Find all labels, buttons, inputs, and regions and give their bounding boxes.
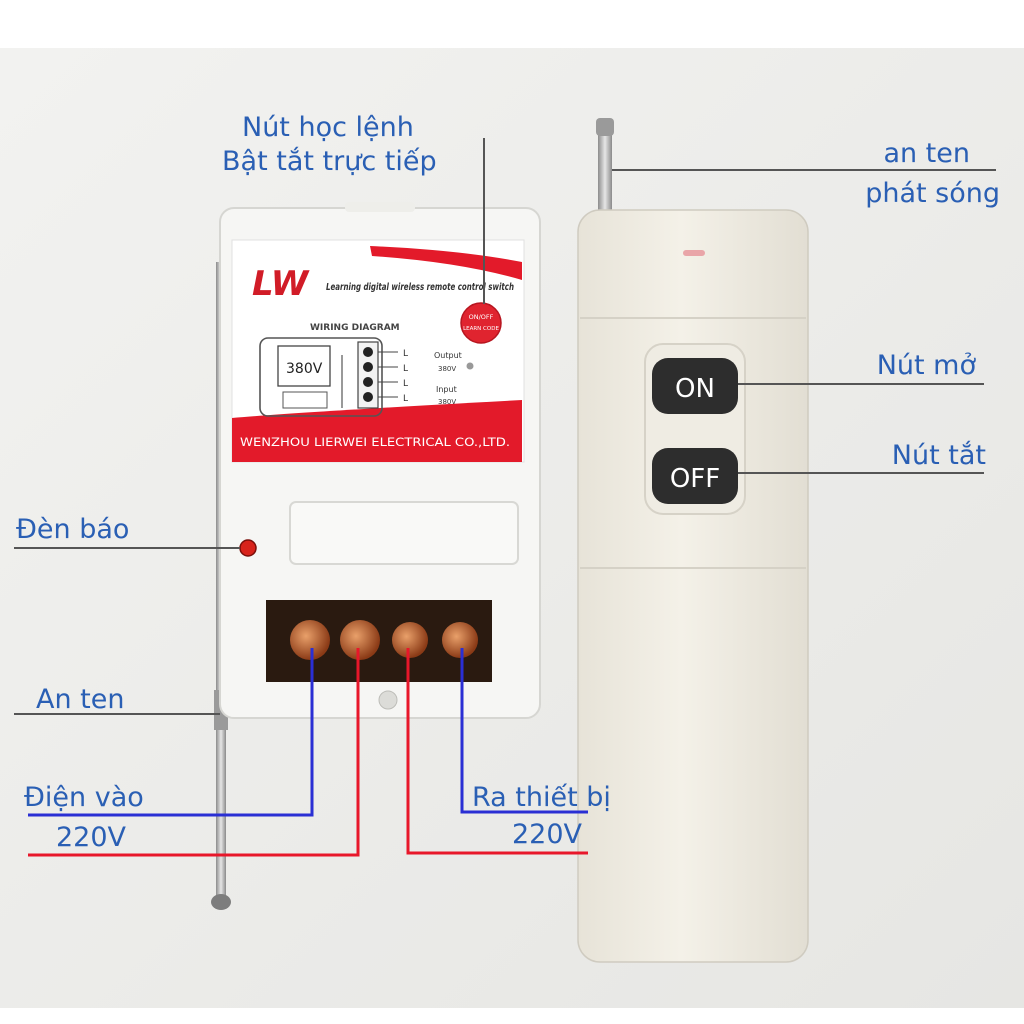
power-in-callout-line1: Điện vào [24, 782, 144, 813]
power-in-callout-line2: 220V [56, 822, 127, 853]
wiring-diagram-schematic: 380V L L L L [259, 337, 408, 417]
indicator-light-callout: Đèn báo [16, 514, 129, 545]
power-in-blue-wire [28, 648, 314, 817]
terminal-screw-1 [290, 620, 330, 660]
power-out-red-wire [406, 648, 588, 855]
remote-off-button[interactable]: OFF [652, 448, 738, 504]
remote-status-led [683, 250, 705, 256]
receiver-antenna-tip [211, 894, 231, 910]
receiver-cover-window [289, 501, 519, 565]
remote-antenna-tip [596, 118, 614, 136]
product-title: Learning digital wireless remote control… [326, 282, 514, 293]
terminal-screw-4 [442, 622, 478, 658]
input-label: Input [436, 385, 457, 394]
remote-body [577, 209, 809, 963]
remote-transmitter: ON OFF [577, 118, 809, 963]
power-out-callout-line2: 220V [512, 819, 583, 850]
wiring [28, 648, 588, 857]
receiver-unit: LW Learning digital wireless remote cont… [211, 202, 541, 910]
terminal-letter-3: L [403, 379, 408, 389]
learn-button-callout-line1: Nút học lệnh [242, 112, 414, 143]
mounting-hole [378, 690, 398, 710]
on-button-callout: Nút mở [877, 350, 977, 381]
output-label: Output [434, 351, 462, 360]
status-led-indicator [466, 362, 474, 370]
terminal-screws [290, 620, 478, 660]
learn-button-line1: ON/OFF [469, 313, 494, 321]
callout-leader-lines [14, 138, 996, 715]
power-in-red-wire [28, 648, 360, 857]
learn-button-line2: LEARN CODE [463, 326, 499, 332]
on-button-label: ON [675, 374, 715, 404]
remote-on-button[interactable]: ON [652, 358, 738, 414]
wiring-diagram-title: WIRING DIAGRAM [310, 323, 400, 333]
voltage-box-label: 380V [286, 361, 323, 377]
receiver-top-ridge [345, 202, 415, 212]
learn-code-button[interactable]: ON/OFF LEARN CODE [460, 302, 502, 344]
terminal-letter-1: L [403, 349, 408, 359]
transmit-antenna-callout-line1: an ten [883, 138, 970, 169]
power-out-callout-line1: Ra thiết bị [472, 782, 611, 813]
label-red-swoosh-top [370, 246, 522, 280]
output-voltage: 380V [438, 365, 456, 373]
receiver-antenna-callout: An ten [36, 684, 124, 715]
power-out-blue-wire [460, 648, 588, 814]
remote-antenna-rod [598, 130, 612, 220]
transmit-antenna-callout-line2: phát sóng [865, 178, 1000, 209]
manufacturer-name: WENZHOU LIERWEI ELECTRICAL CO.,LTD. [240, 435, 510, 449]
terminal-letter-2: L [403, 364, 408, 374]
indicator-light [239, 539, 257, 557]
brand-logo: LW [252, 264, 310, 304]
off-button-label: OFF [670, 464, 720, 494]
terminal-screw-2 [340, 620, 380, 660]
off-button-callout: Nút tắt [892, 440, 986, 471]
terminal-letter-4: L [403, 394, 408, 404]
input-voltage: 380V [438, 398, 456, 406]
learn-button-callout-line2: Bật tắt trực tiếp [222, 146, 437, 177]
terminal-screw-3 [392, 622, 428, 658]
callout-labels: Nút học lệnh Bật tắt trực tiếp an ten ph… [16, 112, 1000, 853]
